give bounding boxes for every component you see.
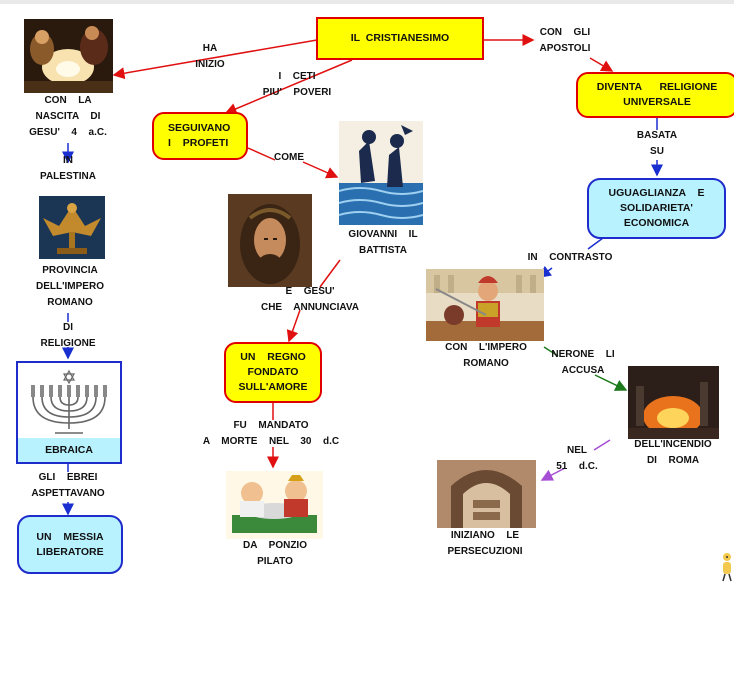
nascita-label: CON LA NASCITA DI GESU' 4 a.C. (29, 95, 107, 138)
arrow-title-to-nascita (112, 39, 318, 80)
baptism-picture (339, 121, 423, 225)
arrow-title-to-seguivano (224, 59, 353, 115)
basata-su-label: BASATA SU (636, 130, 678, 157)
impero-romano-label: CON L'IMPERO ROMANO (445, 342, 527, 369)
roman-soldier-picture (426, 269, 544, 341)
eagle-picture (39, 196, 105, 259)
arrow-seguivano-to-come (247, 147, 276, 161)
title-node: IL CRISTIANESIMO (316, 17, 484, 60)
gli-ebrei-label: GLI EBREI ASPETTAVANO (31, 472, 105, 499)
fu-mandato-label: FU MANDATO A MORTE NEL 30 d.C (202, 420, 340, 447)
arrow-apostoli-to-diventa (589, 57, 614, 72)
persecuzioni-label: INIZIANO LE PERSECUZIONI (447, 530, 523, 557)
ebraica-label: EBRAICA (18, 438, 120, 462)
cartoon-figure-picture (719, 551, 734, 583)
arrow-gesu-to-regno (286, 309, 301, 343)
jesus-picture (228, 194, 312, 287)
diventa-node: DIVENTA RELIGIONE UNIVERSALE (576, 72, 734, 118)
arrow-giovanni-to-gesu (319, 259, 341, 288)
provincia-label: PROVINCIA DELL'IMPERO ROMANO (36, 265, 104, 308)
seguivano-node: SEGUIVANO I PROFETI (152, 112, 248, 160)
top-border (0, 0, 734, 4)
arrow-impero-to-nerone (543, 346, 559, 357)
in-contrasto-label: IN CONTRASTO (527, 252, 613, 263)
menorah-picture (22, 367, 116, 441)
ponzio-label: DA PONZIO PILATO (243, 540, 307, 567)
arrow-nel51-to-catacomb (540, 467, 566, 481)
arrow-come-to-giovanni (302, 161, 339, 179)
come-label: COME (274, 152, 304, 163)
pilate-picture (226, 471, 323, 539)
regno-node: UN REGNO FONDATO SULL'AMORE (224, 342, 322, 403)
incendio-label: DELL'INCENDIO DI ROMA (634, 439, 712, 466)
in-palestina-label: IN PALESTINA (40, 155, 96, 182)
di-religione-label: DI RELIGIONE (40, 322, 96, 349)
giovanni-label: GIOVANNI IL BATTISTA (348, 229, 418, 256)
arrow-nerone-to-incendio (594, 374, 628, 391)
nel-51-label: NEL 51 d.C. (556, 445, 598, 472)
con-gli-apostoli-label: CON GLI APOSTOLI (539, 27, 591, 54)
catacomb-picture (437, 460, 536, 528)
nerone-label: NERONE LI ACCUSA (551, 349, 615, 376)
arrow-incendio-to-nel51 (593, 439, 611, 451)
i-ceti-label: I CETI PIU' POVERI (262, 71, 332, 98)
e-gesu-label: E GESU' CHE ANNUNCIAVA (260, 286, 360, 313)
messia-node: UN MESSIA LIBERATORE (17, 515, 123, 574)
arrow-uguaglianza-to-contrasto (587, 237, 604, 250)
nativity-picture (24, 19, 113, 93)
menorah-frame: EBRAICA (16, 361, 122, 464)
ha-inizio-label: HA INIZIO (195, 43, 225, 70)
uguaglianza-node: UGUAGLIANZA E SOLIDARIETA' ECONOMICA (587, 178, 726, 239)
fire-of-rome-picture (628, 366, 719, 439)
